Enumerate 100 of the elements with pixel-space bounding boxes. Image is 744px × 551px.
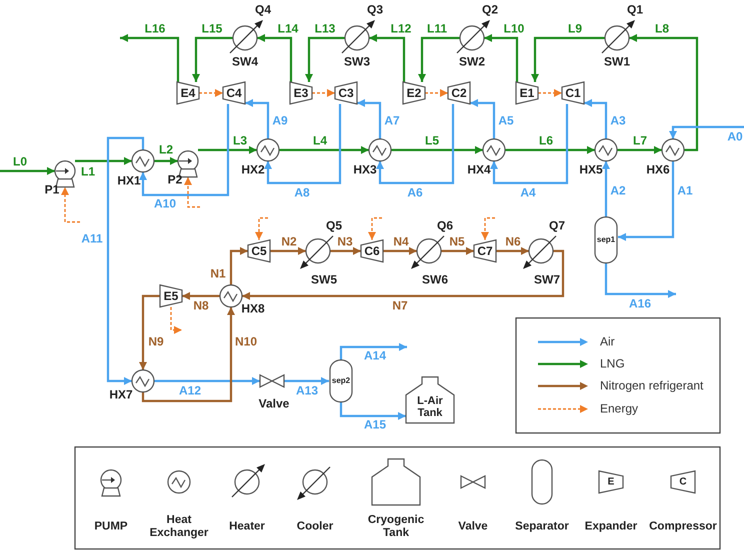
stream-arrow [230, 247, 248, 285]
legend-text: Cryogenic Tank [366, 514, 426, 540]
stream-arrow [490, 104, 568, 184]
stream-label: A15 [364, 418, 386, 432]
stream-arrow [75, 157, 132, 165]
stream-arrow [0, 167, 55, 175]
legend-text: Nitrogen refrigerant [600, 380, 704, 392]
equipment-label: HX5 [579, 164, 603, 176]
legend-text: Compressor [648, 520, 718, 534]
stream-label: N3 [337, 236, 353, 248]
equipment-label: P1 [44, 184, 60, 196]
stream-label: A12 [179, 384, 201, 398]
legend-text: LNG [600, 358, 625, 370]
stream-arrow [340, 343, 407, 360]
equipment-label: HX7 [109, 388, 133, 402]
legend-text: Cooler [296, 520, 334, 534]
stream-arrow [383, 247, 417, 255]
energy-arrow [481, 217, 495, 240]
stream-label: L8 [655, 22, 669, 36]
legend-text: Heater [228, 520, 266, 534]
stream-arrow [330, 247, 361, 255]
equipment-label: E2 [406, 87, 422, 99]
stream-arrow [505, 146, 595, 154]
stream-arrow [154, 157, 178, 165]
equipment-label: SW3 [344, 56, 370, 68]
stream-arrow [669, 126, 744, 139]
stream-arrow [264, 104, 342, 184]
equipment-label: HX1 [117, 174, 141, 188]
stream-arrow [182, 292, 220, 300]
energy-arrow [255, 217, 268, 240]
energy-arrow [425, 89, 448, 97]
stream-label: L13 [314, 22, 336, 36]
heat-duty-label: Q6 [437, 220, 453, 232]
stream-label: L6 [539, 134, 553, 148]
symbol-letter: E [608, 476, 614, 488]
stream-arrow [142, 307, 235, 402]
stream-arrow [484, 34, 518, 82]
stream-arrow [120, 34, 180, 82]
equipment-label: Valve [258, 398, 290, 410]
heat-duty-label: Q3 [367, 4, 383, 16]
legend-text: Energy [600, 402, 638, 416]
stream-label: N6 [505, 236, 521, 248]
stream-arrow [531, 36, 605, 82]
equipment-label: SW5 [311, 274, 337, 286]
stream-label: A10 [154, 198, 176, 210]
equipment-label: E4 [180, 87, 196, 99]
energy-arrow [312, 89, 335, 97]
stream-arrow [284, 377, 329, 385]
stream-arrow [602, 161, 610, 217]
energy-arrow [184, 177, 200, 208]
equipment-label: E1 [520, 87, 534, 99]
stream-arrow [470, 99, 496, 139]
legend-text: Valve [457, 520, 489, 534]
stream-arrow [139, 104, 230, 196]
stream-label: N9 [148, 336, 164, 348]
stream-label: L3 [233, 134, 247, 148]
equipment-label: HX2 [241, 164, 265, 176]
stream-arrow [629, 34, 698, 152]
stream-arrow [357, 99, 382, 139]
stream-arrow [418, 36, 460, 82]
heat-duty-label: Q1 [627, 4, 643, 16]
stream-arrow [242, 250, 564, 300]
stream-label: A11 [81, 232, 103, 246]
equipment-label: sep2 [332, 375, 350, 387]
stream-label: A13 [296, 384, 318, 398]
stream-label: A8 [294, 186, 310, 200]
stream-arrow [391, 146, 483, 154]
stream-label: L1 [81, 166, 95, 178]
equipment-label: E3 [294, 87, 308, 99]
stream-label: L16 [144, 22, 166, 36]
stream-arrow [139, 294, 160, 370]
stream-label: A16 [629, 298, 651, 310]
stream-label: A4 [520, 186, 536, 200]
stream-arrow [245, 99, 270, 139]
equipment-label: HX8 [241, 302, 265, 316]
stream-label: A6 [407, 186, 423, 200]
equipment-label: sep1 [596, 234, 616, 246]
stream-label: L15 [202, 22, 222, 36]
stream-arrow [617, 146, 662, 154]
stream-label: L2 [159, 144, 173, 156]
stream-label: L12 [390, 22, 412, 36]
stream-label: A2 [610, 184, 626, 198]
equipment-label: C5 [251, 245, 267, 257]
equipment-label: SW6 [422, 274, 448, 286]
stream-label: N5 [449, 236, 465, 248]
stream-label: L11 [427, 22, 447, 36]
equipment-label: C7 [477, 245, 493, 257]
stream-arrow [154, 377, 260, 385]
equipment-label: P2 [168, 174, 182, 186]
stream-arrow [106, 136, 144, 385]
energy-arrow [538, 89, 562, 97]
stream-label: A14 [364, 350, 386, 362]
stream-label: L10 [504, 22, 524, 36]
stream-label: N8 [193, 300, 209, 312]
legend-text: Separator [514, 520, 570, 534]
stream-arrow [584, 99, 608, 139]
equipment-label: SW4 [232, 56, 258, 68]
equipment-label: C3 [338, 87, 354, 99]
stream-arrow [257, 34, 292, 82]
stream-label: N7 [392, 300, 408, 312]
